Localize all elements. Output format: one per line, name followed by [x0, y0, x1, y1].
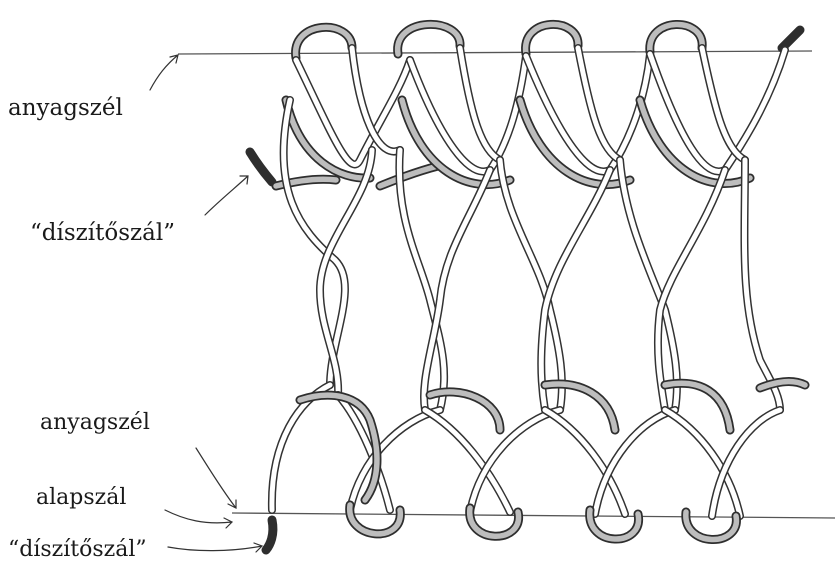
arrow-base-thread	[164, 509, 234, 529]
arrow-bottom-deco	[167, 542, 264, 553]
label-top-decorative-thread: “díszítőszál”	[30, 220, 175, 246]
bottom-decorative-arcs	[295, 377, 810, 505]
bottom-decorative-loops	[261, 500, 741, 555]
label-bottom-decorative-thread: “díszítőszál”	[8, 537, 147, 562]
bottom-base-arches	[267, 381, 784, 520]
twisted-columns	[279, 96, 784, 414]
annotation-arrows	[149, 54, 264, 553]
top-decorative-loops	[291, 20, 805, 63]
arrow-bottom-edge	[195, 447, 237, 509]
label-top-fabric-edge: anyagszél	[8, 95, 123, 121]
label-base-thread: alapszál	[36, 485, 127, 510]
label-bottom-fabric-edge: anyagszél	[40, 410, 150, 435]
top-decorative-drape	[245, 95, 755, 191]
top-fabric-edge-line	[177, 50, 813, 55]
arrow-top-deco	[204, 175, 249, 216]
arrow-top-edge	[149, 54, 179, 91]
bottom-fabric-edge-line	[231, 512, 835, 519]
